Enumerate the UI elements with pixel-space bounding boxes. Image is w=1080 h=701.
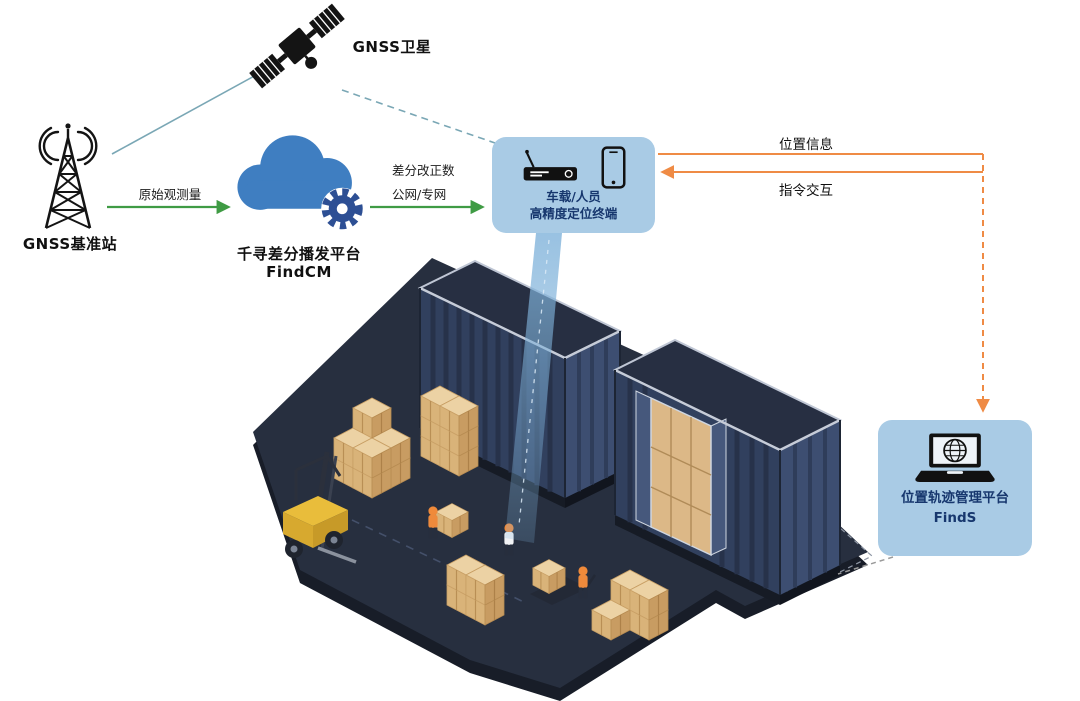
raw-observation-label: 原始观测量 xyxy=(138,187,202,202)
container-2-open-door xyxy=(635,390,727,557)
satellite-label: GNSS卫星 xyxy=(352,38,432,56)
position-info-label: 位置信息 xyxy=(779,137,833,153)
cloud-title: 千寻差分播发平台 xyxy=(236,245,362,263)
connectors xyxy=(107,73,990,575)
finds-scene-connector xyxy=(837,556,894,575)
diff-correction-label-1: 差分改正数 xyxy=(392,163,455,178)
satellite-icon xyxy=(249,3,345,89)
vehicle-receiver-icon xyxy=(523,149,577,181)
container-2 xyxy=(612,338,843,605)
management-subtitle: FindS xyxy=(933,509,977,526)
laptop-globe-icon xyxy=(915,433,995,482)
cloud-subtitle: FindCM xyxy=(266,263,332,281)
radio-tower-icon xyxy=(38,123,98,229)
cloud-icon xyxy=(237,135,364,230)
gear-icon xyxy=(321,187,364,230)
receiver-and-phone-icon xyxy=(522,145,626,189)
terminal-node: 车载/人员 高精度定位终端 xyxy=(492,137,655,233)
base-station-label: GNSS基准站 xyxy=(22,235,118,253)
warehouse-illustration xyxy=(253,258,874,701)
terminal-label-1: 车载/人员 xyxy=(546,189,601,204)
positioning-beam xyxy=(505,233,562,543)
terminal-label-2: 高精度定位终端 xyxy=(529,205,618,221)
management-node: 位置轨迹管理平台 FindS xyxy=(878,420,1032,556)
diff-correction-label-2: 公网/专网 xyxy=(392,187,447,202)
command-interaction-label: 指令交互 xyxy=(779,183,833,199)
lane-marking xyxy=(351,519,529,605)
management-title: 位置轨迹管理平台 xyxy=(901,490,1009,506)
satellite-terminal-line xyxy=(341,89,496,144)
forklift xyxy=(283,451,357,564)
satellite-station-line xyxy=(111,73,259,155)
smartphone-icon xyxy=(601,146,625,189)
